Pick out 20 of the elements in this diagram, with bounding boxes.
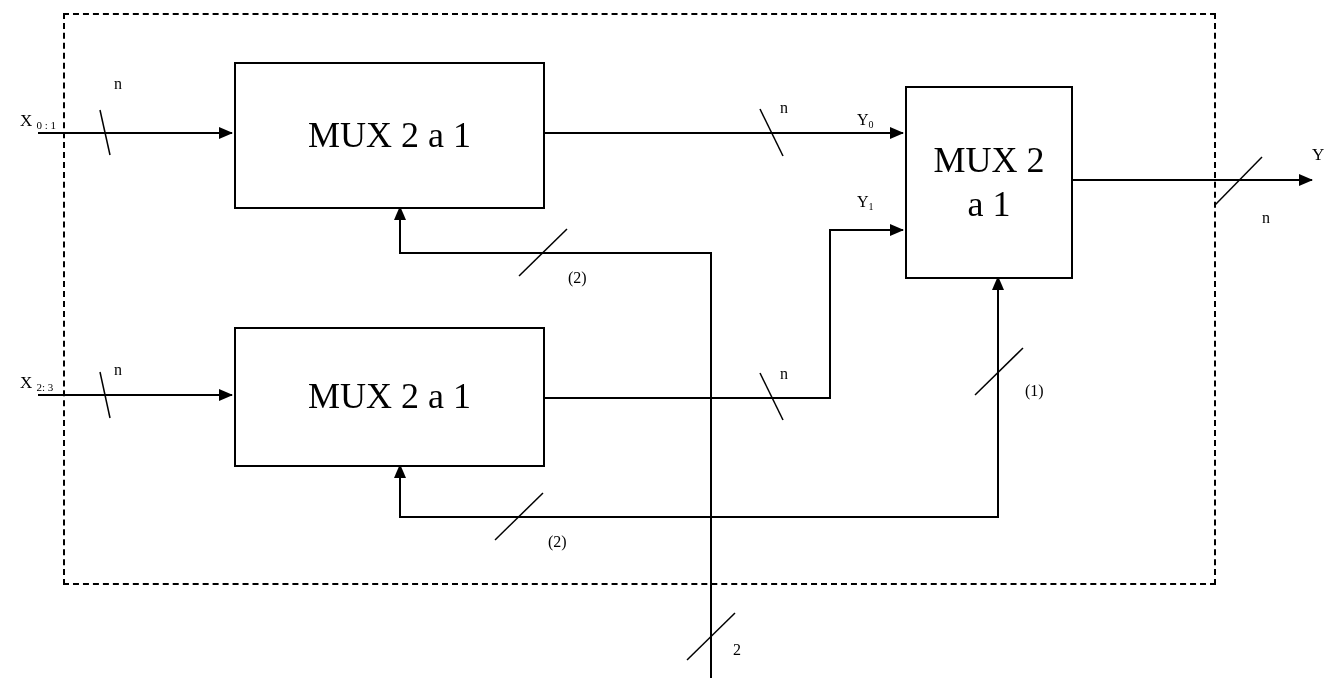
edge-label: (2) [568, 270, 587, 286]
arrow [37, 389, 233, 401]
arrow [37, 127, 233, 139]
edge-label: n [1262, 210, 1270, 226]
signal-label: X $_{2: 3}$ [20, 374, 54, 393]
edge-label: n [780, 366, 788, 382]
edge-label: n [114, 362, 122, 378]
multiplexer-box: MUX 2 a 1 [234, 62, 545, 209]
multiplexer-box: MUX 2 a 1 [905, 86, 1073, 279]
signal-label: X $_{0 : 1}$ [20, 112, 57, 131]
multiplexer-box: MUX 2 a 1 [234, 327, 545, 467]
signal-label: Y$_{1}$ [857, 194, 874, 212]
edge-label: (1) [1025, 383, 1044, 399]
signal-label: Y$_{0}$ [857, 112, 874, 130]
dashed-boundary [63, 13, 1216, 585]
signal-label: Y [1312, 146, 1325, 163]
edge-label: n [114, 76, 122, 92]
edge-label: n [780, 100, 788, 116]
edge-label: (2) [548, 534, 567, 550]
signal-label: 2 [733, 642, 741, 658]
